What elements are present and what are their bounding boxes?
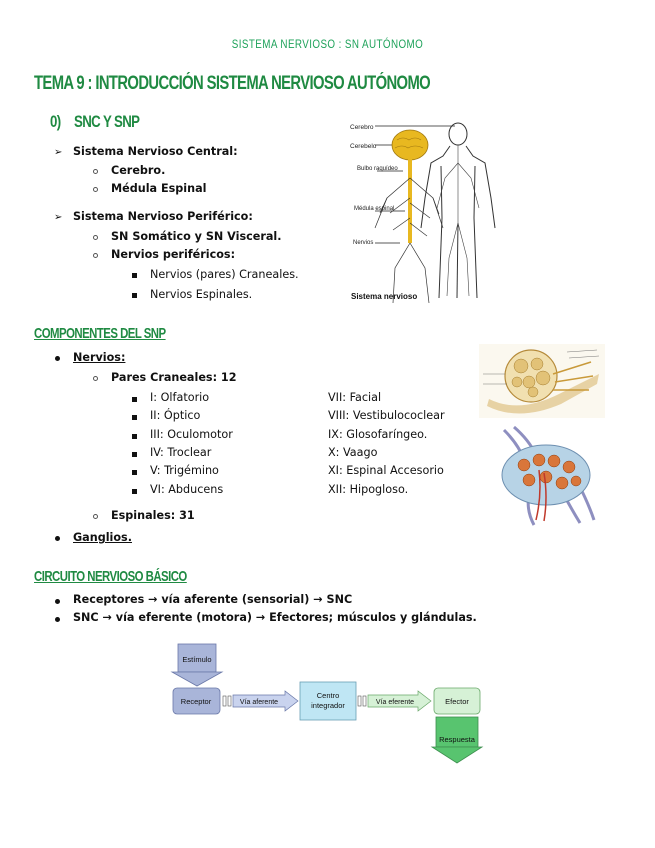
bullet-icon xyxy=(55,599,60,604)
circle-bullet-icon xyxy=(93,235,98,240)
arrow-bullet-icon: ➢ xyxy=(54,147,63,158)
square-bullet-icon xyxy=(132,434,137,439)
section-heading: CIRCUITO NERVIOSO BÁSICO xyxy=(34,568,187,585)
snc-item: Cerebro. xyxy=(111,164,166,177)
square-bullet-icon xyxy=(132,415,137,420)
diagram-estimulo: Estímulo xyxy=(182,655,211,664)
bullet-icon xyxy=(55,536,60,541)
snp-subitem: Nervios (pares) Craneales. xyxy=(150,268,299,281)
figure-label: Nervios xyxy=(353,240,373,246)
pares-item: III: Oculomotor xyxy=(150,428,233,441)
snp-subitem: Nervios Espinales. xyxy=(150,288,253,301)
diagram-via-aferente: Vía aferente xyxy=(240,699,278,706)
section-heading: COMPONENTES DEL SNP xyxy=(34,325,166,342)
diagram-centro: Centro xyxy=(317,691,340,700)
figure-label: Bulbo raquídeo xyxy=(357,166,398,172)
pares-item: X: Vaago xyxy=(328,446,378,459)
pares-item: IX: Glosofaríngeo. xyxy=(328,428,428,441)
page-header: SISTEMA NERVIOSO : SN AUTÓNOMO xyxy=(231,37,424,51)
circle-bullet-icon xyxy=(93,514,98,519)
square-bullet-icon xyxy=(132,489,137,494)
diagram-receptor: Receptor xyxy=(181,697,212,706)
snc-item: Médula Espinal xyxy=(111,182,207,195)
figure-caption: Sistema nervioso xyxy=(351,292,417,301)
diagram-via-eferente: Vía eferente xyxy=(376,699,414,706)
pares-item: V: Trigémino xyxy=(150,464,219,477)
square-bullet-icon xyxy=(132,293,137,298)
pares-item: IV: Troclear xyxy=(150,446,212,459)
section-number: 0) xyxy=(50,112,61,131)
square-bullet-icon xyxy=(132,273,137,278)
circle-bullet-icon xyxy=(93,169,98,174)
circuito-line: SNC → vía eferente (motora) → Efectores;… xyxy=(73,611,477,624)
pares-item: II: Óptico xyxy=(150,409,201,422)
nervios-label: Nervios: xyxy=(73,351,126,364)
square-bullet-icon xyxy=(132,470,137,475)
bullet-icon xyxy=(55,617,60,622)
pares-item: XII: Hipogloso. xyxy=(328,483,409,496)
square-bullet-icon xyxy=(132,452,137,457)
ganglion-image xyxy=(484,425,606,527)
pares-label: Pares Craneales: 12 xyxy=(111,371,237,384)
nerve-cross-section-image xyxy=(479,344,605,418)
pares-item: VI: Abducens xyxy=(150,483,224,496)
espinales-label: Espinales: 31 xyxy=(111,509,195,522)
ganglios-label: Ganglios. xyxy=(73,531,132,544)
circuito-line: Receptores → vía aferente (sensorial) → … xyxy=(73,593,353,606)
snc-label: Sistema Nervioso Central: xyxy=(73,145,238,158)
square-bullet-icon xyxy=(132,397,137,402)
diagram-respuesta: Respuesta xyxy=(439,735,476,744)
figure-label: Cerebelo xyxy=(350,143,377,150)
pares-item: I: Olfatorio xyxy=(150,391,210,404)
figure-label: Médula espinal xyxy=(354,206,394,212)
nervous-system-figure: Cerebro Cerebelo Bulbo raquídeo Médula e… xyxy=(345,118,505,306)
diagram-integrador: integrador xyxy=(311,701,345,710)
arrow-bullet-icon: ➢ xyxy=(54,212,63,223)
snp-label: Sistema Nervioso Periférico: xyxy=(73,210,253,223)
snp-item: Nervios periféricos: xyxy=(111,248,236,261)
snp-item: SN Somático y SN Visceral. xyxy=(111,230,282,243)
pares-item: VII: Facial xyxy=(328,391,382,404)
pares-item: VIII: Vestibulococlear xyxy=(328,409,445,422)
bullet-icon xyxy=(55,356,60,361)
page-title: TEMA 9 : INTRODUCCIÓN SISTEMA NERVIOSO A… xyxy=(34,73,431,94)
circle-bullet-icon xyxy=(93,187,98,192)
circle-bullet-icon xyxy=(93,376,98,381)
figure-label: Cerebro xyxy=(350,124,374,131)
circuit-diagram: Estímulo Receptor Vía aferente Centro in… xyxy=(170,640,485,765)
circle-bullet-icon xyxy=(93,253,98,258)
pares-item: XI: Espinal Accesorio xyxy=(328,464,444,477)
section-title: SNC Y SNP xyxy=(74,112,140,131)
diagram-efector: Efector xyxy=(445,697,469,706)
